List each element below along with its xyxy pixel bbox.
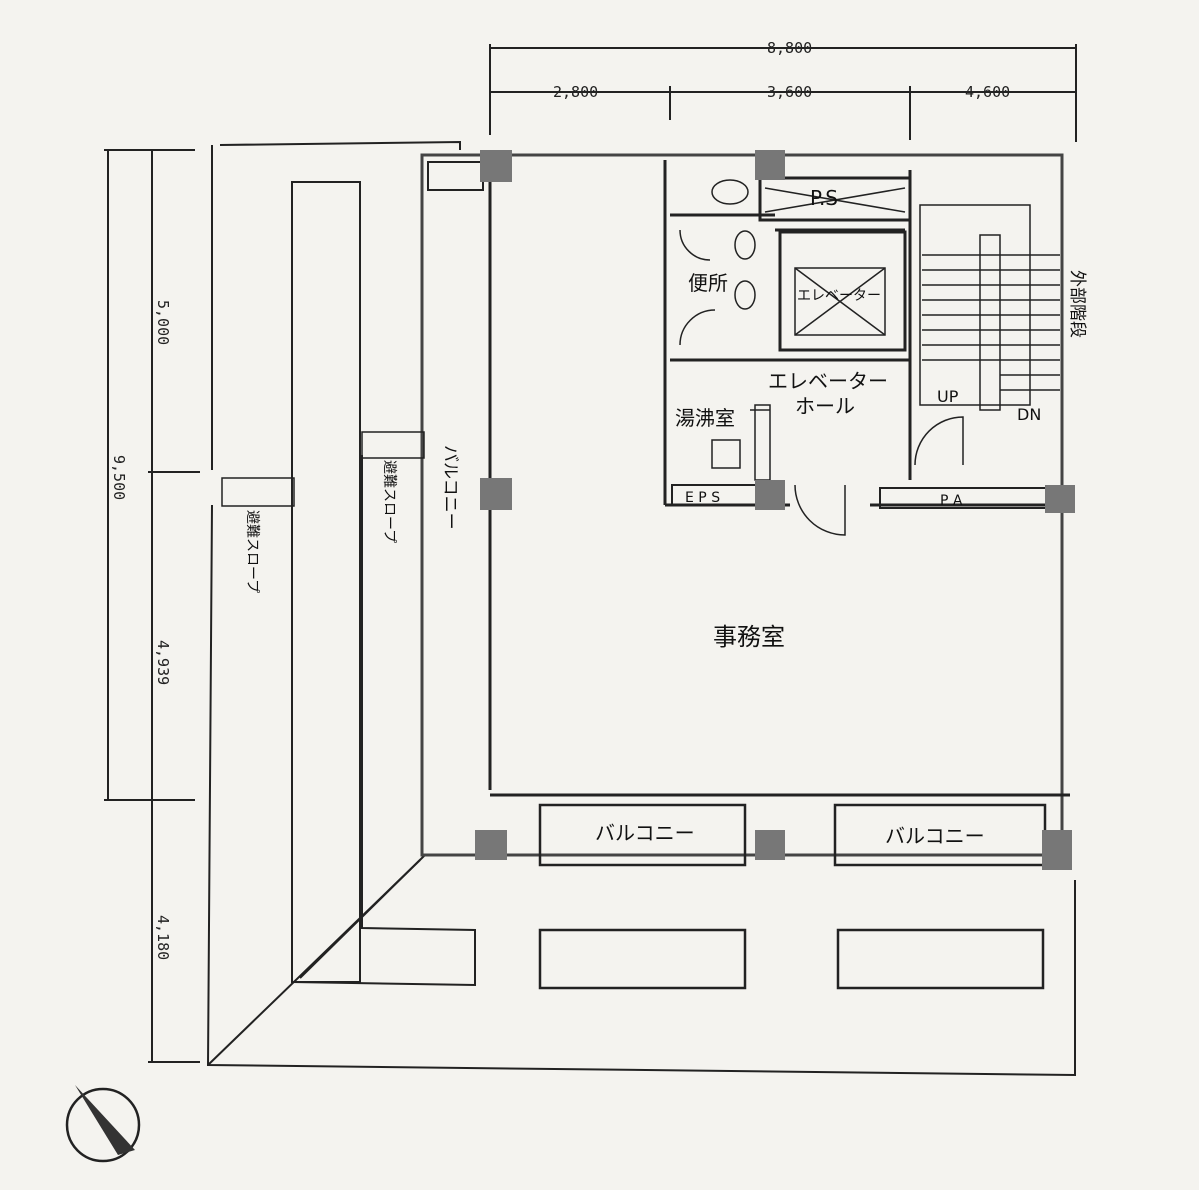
dim-left-upper: 5,000 <box>154 300 172 345</box>
door-swings <box>679 229 964 536</box>
left-dimension-lines <box>104 149 200 1063</box>
slope-outlines <box>206 140 1076 1077</box>
building-walls <box>420 153 1070 857</box>
dim-top-seg-3: 4,600 <box>965 83 1010 101</box>
dim-left-total: 9,500 <box>110 455 128 500</box>
ps-right-label: P A <box>940 493 963 509</box>
north-arrow-icon <box>65 1085 141 1163</box>
dim-top-total: 8,800 <box>767 39 812 57</box>
dim-top-seg-2: 3,600 <box>767 83 812 101</box>
top-dimension-lines <box>489 44 1077 142</box>
dim-left-lower: 4,180 <box>154 915 172 960</box>
toilet-fixtures <box>711 179 756 310</box>
dn-label: DN <box>1017 405 1041 424</box>
elevator-hall-label-2: ホール <box>795 394 855 418</box>
balcony-left-label: バルコニー <box>440 445 460 530</box>
dim-left-mid: 4,939 <box>154 640 172 685</box>
toilet-label: 便所 <box>688 271 728 295</box>
elevator-label: エレベーター <box>797 288 881 304</box>
stairs <box>221 204 1060 507</box>
elevator-hall-label-1: エレベーター <box>768 369 888 393</box>
columns <box>475 150 1075 870</box>
elevator-cross <box>764 187 906 336</box>
slope-2-label: 避難スロープ <box>381 460 397 543</box>
balcony-bottom-1-label: バルコニー <box>595 821 695 845</box>
office-label: 事務室 <box>713 623 785 651</box>
eps-label: E P S <box>685 490 720 506</box>
slope-1-label: 避難スロープ <box>244 510 260 593</box>
balcony-bottom-2-label: バルコニー <box>885 824 985 848</box>
dim-top-seg-1: 2,800 <box>553 83 598 101</box>
ps-top-label: P.S <box>810 186 838 210</box>
exterior-stair-label: 外部階段 <box>1067 270 1087 338</box>
kitchenette-label: 湯沸室 <box>675 406 735 430</box>
up-label: UP <box>937 387 959 406</box>
